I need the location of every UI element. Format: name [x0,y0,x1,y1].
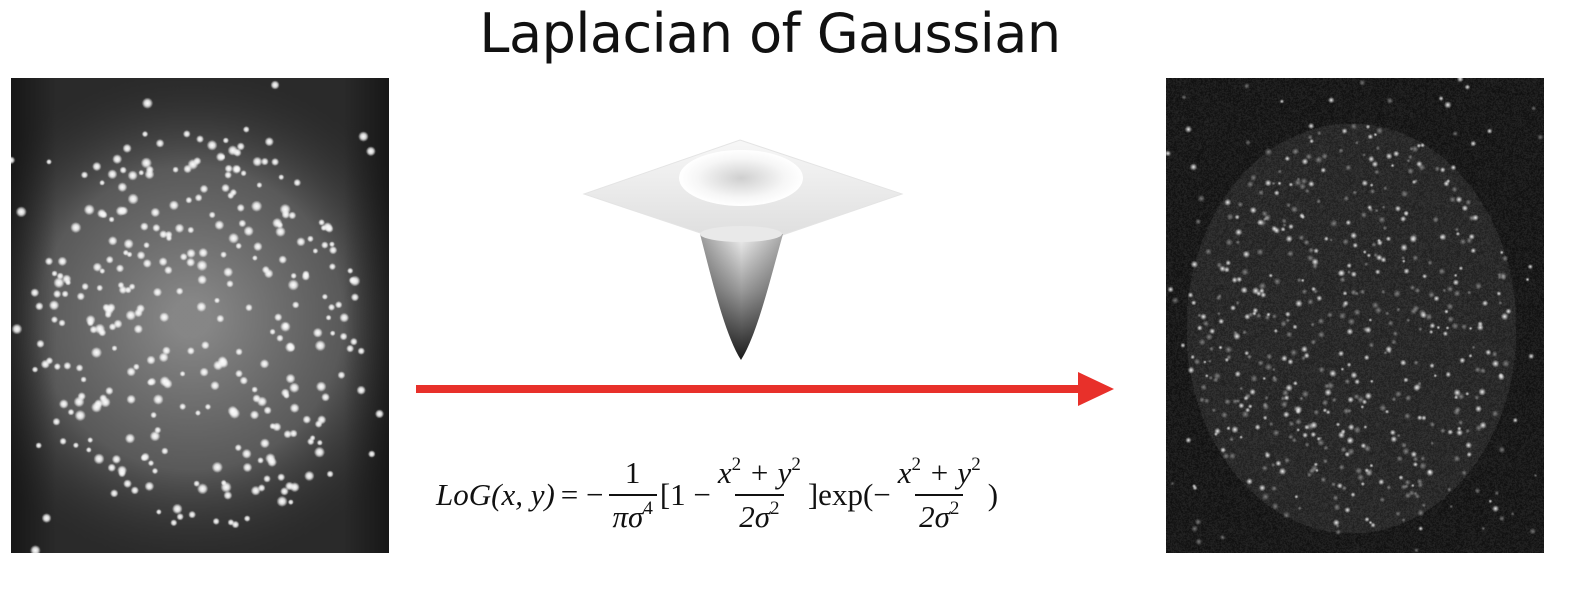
arrow-shaft [416,385,1088,393]
log-formula: LoG(x, y) = − 1 πσ4 [1 − x2 + y2 2σ2 ]ex… [436,440,1086,550]
formula-fraction-3: x2 + y2 2σ2 [894,455,985,535]
fraction-1-numerator: 1 [624,455,641,490]
fraction-2-numerator: x2 + y2 [717,454,801,490]
input-microscopy-image [11,78,389,553]
formula-bracket-open: [1 − [659,477,711,512]
formula-lhs: LoG(x, y) [436,477,555,512]
arrow-head [1078,372,1114,406]
diagram-title: Laplacian of Gaussian [479,2,1061,65]
fraction-1-denominator: πσ4 [608,494,657,535]
formula-exp: ]exp(− [807,477,891,512]
formula-close-paren: ) [987,477,999,512]
formula-equals: = − [560,477,604,512]
surface-well-opening [700,226,782,242]
transform-arrow [416,372,1114,406]
formula-fraction-1: 1 πσ4 [608,455,657,535]
fraction-2-denominator: 2σ2 [735,494,784,535]
log-kernel-surface-plot [582,139,904,360]
surface-well-shade [700,234,783,360]
surface-rim [679,150,803,206]
fraction-3-denominator: 2σ2 [915,494,964,535]
output-filtered-image [1166,78,1544,553]
formula-fraction-2: x2 + y2 2σ2 [714,455,805,535]
fraction-3-numerator: x2 + y2 [897,454,981,490]
